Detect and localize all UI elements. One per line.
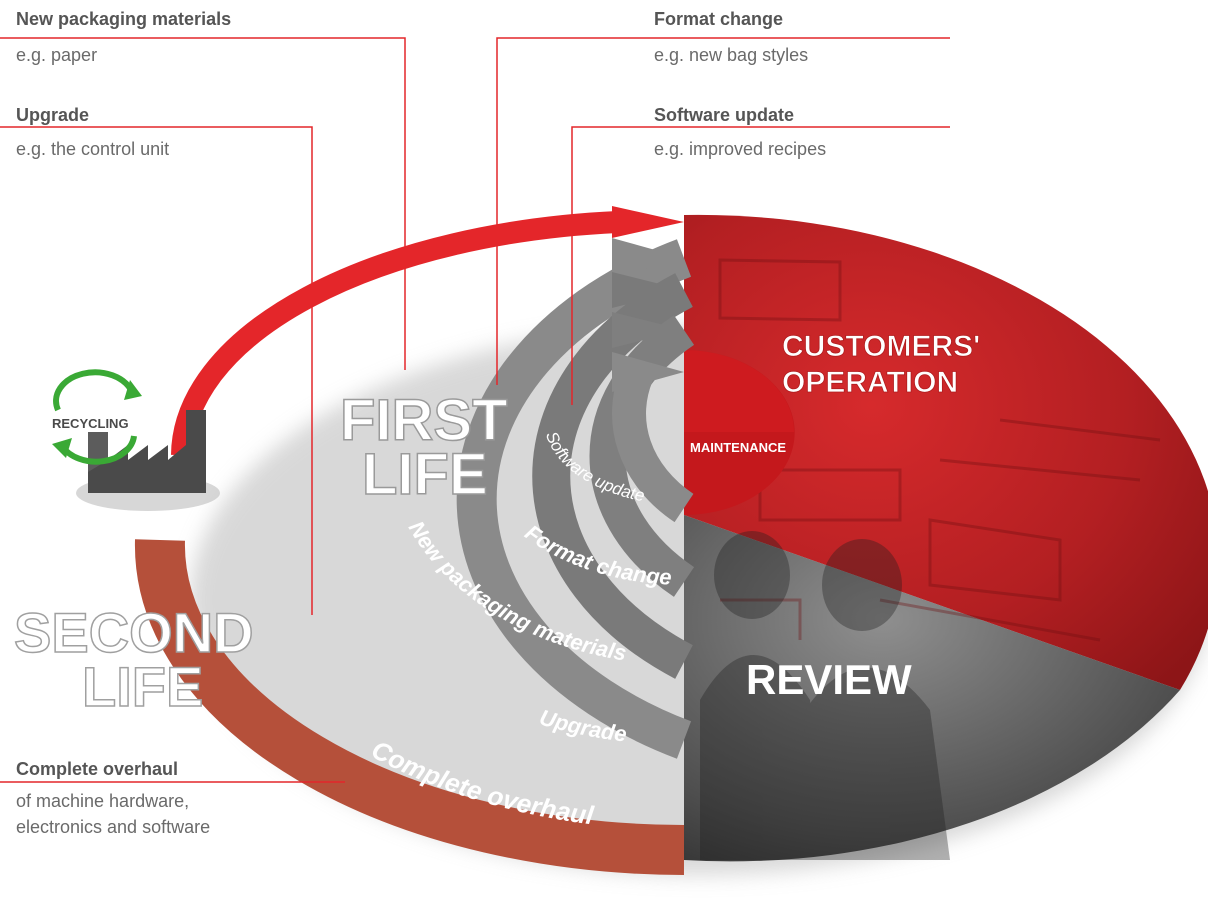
arrow-head-red bbox=[612, 206, 684, 238]
callout-heading: New packaging materials bbox=[16, 9, 232, 29]
callout-heading: Upgrade bbox=[16, 105, 90, 125]
svg-text:FIRST: FIRST bbox=[340, 388, 508, 453]
arrow-upgrade bbox=[456, 239, 692, 759]
callout-complete-overhaul: Complete overhaul of machine hardware, e… bbox=[16, 758, 210, 838]
callout-heading: Format change bbox=[654, 9, 784, 29]
arrow-format-change bbox=[589, 315, 695, 597]
customers-operation-sector bbox=[684, 214, 1208, 690]
recycling-factory-icon: RECYCLING bbox=[52, 369, 220, 511]
callout-heading: Software update bbox=[654, 105, 795, 125]
review-label: REVIEW bbox=[746, 656, 912, 703]
svg-text:CUSTOMERS': CUSTOMERS' bbox=[782, 330, 980, 363]
first-life-label: FIRST LIFE bbox=[339, 387, 508, 508]
svg-text:LIFE: LIFE bbox=[82, 655, 203, 718]
arrow-head-software bbox=[612, 352, 684, 392]
arrow-software-update bbox=[612, 365, 694, 523]
arrow-complete-overhaul bbox=[134, 539, 685, 875]
callout-upgrade: Upgrade e.g. the control unit bbox=[16, 104, 169, 160]
svg-text:SECOND: SECOND bbox=[14, 601, 254, 664]
callout-heading: Complete overhaul bbox=[16, 759, 179, 779]
callout-software-update: Software update e.g. improved recipes bbox=[654, 104, 826, 160]
callout-leaders bbox=[0, 37, 950, 783]
callout-detail: electronics and software bbox=[16, 817, 211, 837]
machinery-texture bbox=[718, 258, 1161, 642]
arrow-head-packaging bbox=[612, 272, 684, 308]
customers-operation-label: CUSTOMERS' OPERATION bbox=[782, 330, 981, 400]
callout-detail: e.g. new bag styles bbox=[654, 45, 809, 65]
review-people-silhouette bbox=[700, 531, 950, 860]
arrow-head-upgrade bbox=[612, 238, 684, 278]
arrow-head-format bbox=[612, 312, 684, 348]
arrow-first-life-outer bbox=[171, 211, 619, 456]
recycling-label: RECYCLING bbox=[52, 416, 129, 431]
callout-new-packaging: New packaging materials e.g. paper bbox=[16, 8, 231, 66]
review-sector bbox=[684, 515, 1180, 862]
callout-detail: e.g. the control unit bbox=[16, 139, 170, 159]
callout-detail: of machine hardware, bbox=[16, 791, 190, 811]
callout-detail: e.g. paper bbox=[16, 45, 98, 65]
callout-detail: e.g. improved recipes bbox=[654, 139, 827, 159]
svg-text:OPERATION: OPERATION bbox=[782, 366, 958, 399]
maintenance-label: MAINTENANCE bbox=[690, 440, 786, 455]
callout-format-change: Format change e.g. new bag styles bbox=[654, 8, 808, 66]
svg-text:LIFE: LIFE bbox=[362, 442, 488, 507]
second-life-label: SECOND LIFE bbox=[13, 600, 254, 719]
